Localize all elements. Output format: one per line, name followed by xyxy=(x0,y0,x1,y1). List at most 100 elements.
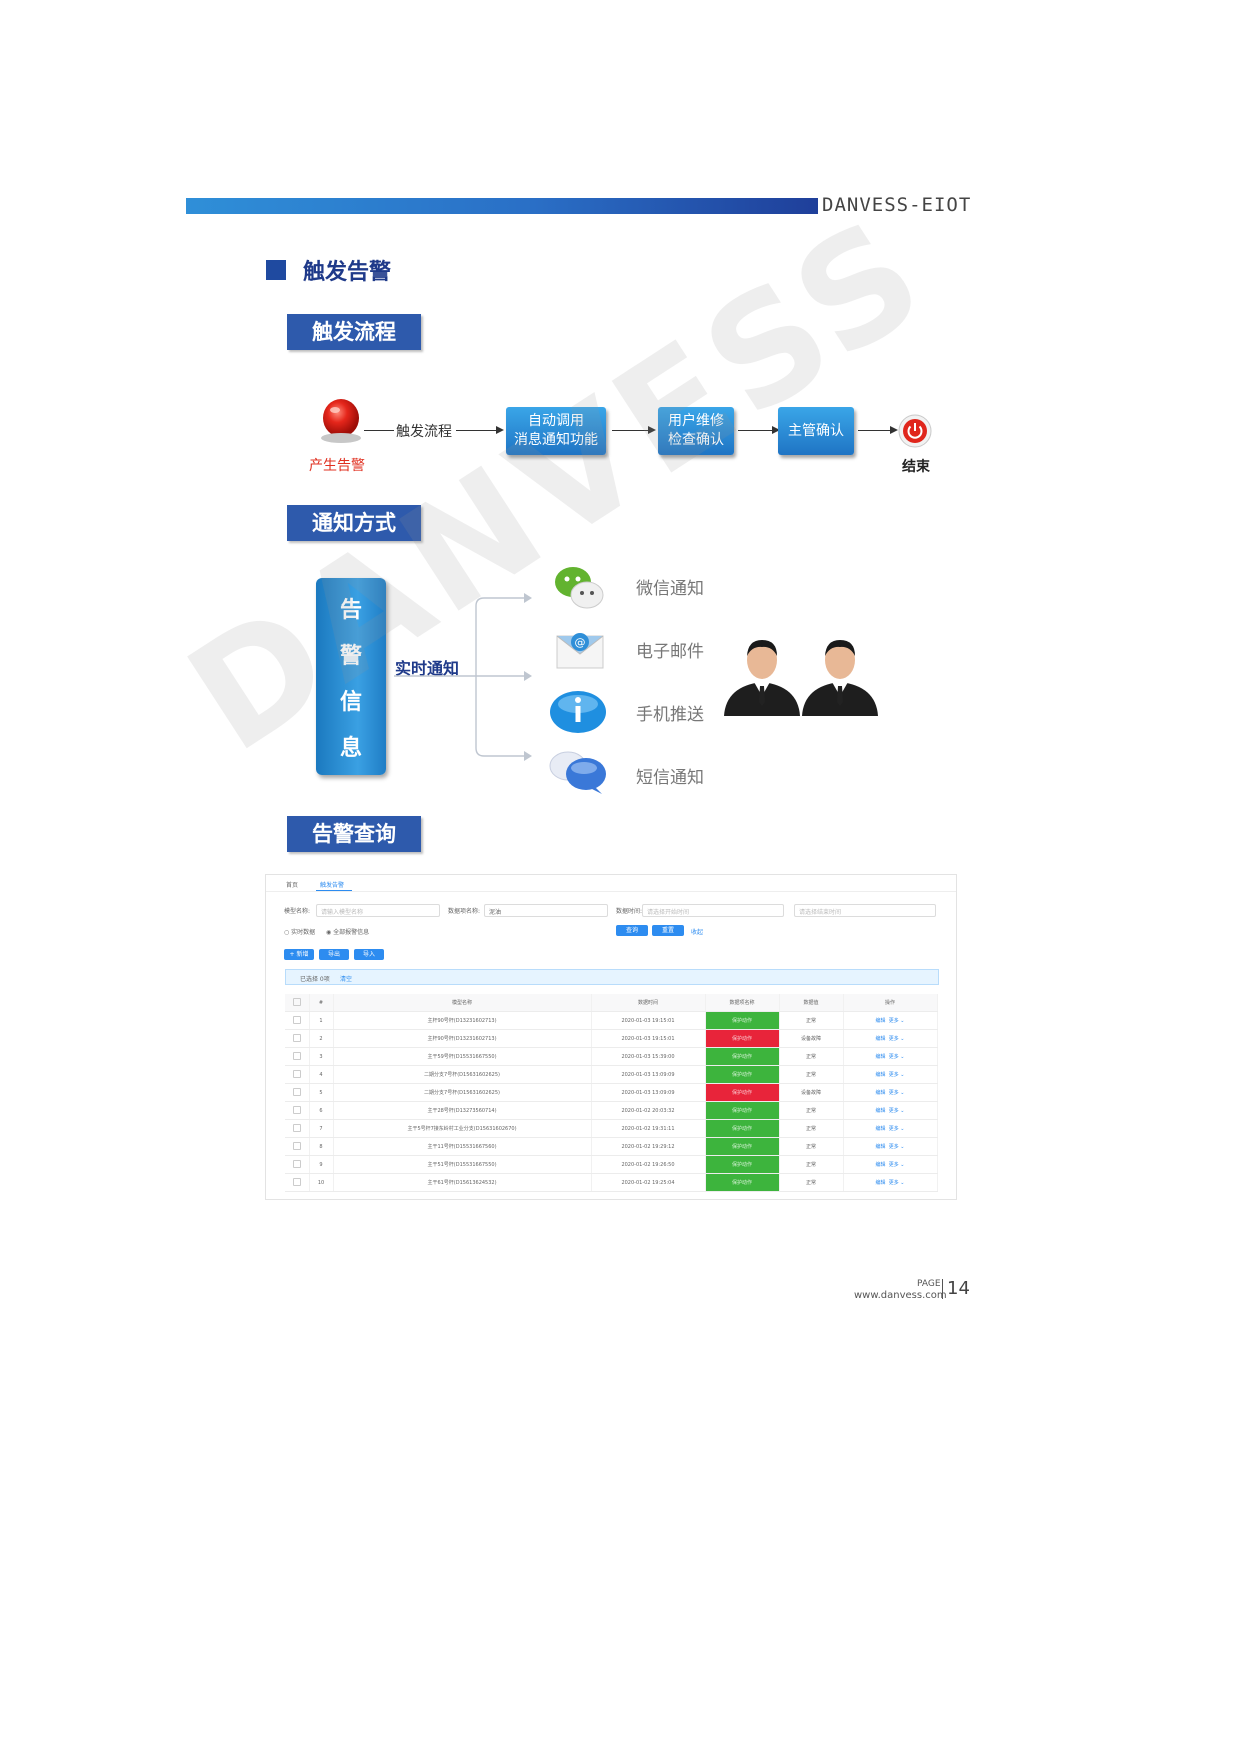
row-data-item-status: 保护动作 xyxy=(705,1047,780,1066)
row-checkbox[interactable] xyxy=(285,1065,310,1084)
data-item-label: 数据项名称: xyxy=(448,908,481,915)
row-number: 5 xyxy=(309,1083,334,1102)
edit-link[interactable]: 编辑 xyxy=(875,1036,886,1042)
radio-realtime[interactable]: ○ 实时数据 xyxy=(284,929,316,936)
column-header: # xyxy=(309,994,334,1012)
search-button[interactable]: 查询 xyxy=(616,925,648,936)
edit-link[interactable]: 编辑 xyxy=(875,1072,886,1078)
row-checkbox[interactable] xyxy=(285,1119,310,1138)
row-number: 3 xyxy=(309,1047,334,1066)
start-time-input[interactable]: 请选择开始时间 xyxy=(642,904,784,917)
edit-link[interactable]: 编辑 xyxy=(875,1090,886,1096)
row-number: 2 xyxy=(309,1029,334,1048)
radio-realtime-label: 实时数据 xyxy=(291,929,316,936)
row-checkbox[interactable] xyxy=(285,1029,310,1048)
wechat-icon xyxy=(553,565,605,615)
header-bar xyxy=(186,198,818,214)
row-data-item-status: 保护动作 xyxy=(705,1119,780,1138)
more-link[interactable]: 更多 ⌄ xyxy=(888,1108,905,1114)
tab-trigger-alarm[interactable]: 触发告警 xyxy=(320,882,345,889)
edit-link[interactable]: 编辑 xyxy=(875,1018,886,1024)
label-query: 告警查询 xyxy=(287,816,421,852)
reset-button-label: 重置 xyxy=(661,927,674,934)
brand-name: DANVESS-EIOT xyxy=(822,194,972,216)
radio-all-alarms-label: 全部报警信息 xyxy=(333,929,370,936)
row-operations: 编辑 更多 ⌄ xyxy=(843,1011,938,1030)
clear-link[interactable]: 清空 xyxy=(340,976,353,983)
edit-link[interactable]: 编辑 xyxy=(875,1126,886,1132)
row-model-name: 主干61号杆(D15613624532) xyxy=(333,1173,592,1192)
collapse-link[interactable]: 收起 xyxy=(691,929,704,936)
flow-step-text: 消息通知功能 xyxy=(514,432,598,448)
power-end-icon xyxy=(898,414,932,452)
reset-button[interactable]: 重置 xyxy=(652,925,684,936)
more-link[interactable]: 更多 ⌄ xyxy=(888,1162,905,1168)
alarm-info-char: 警 xyxy=(339,643,362,669)
row-checkbox[interactable] xyxy=(285,1137,310,1156)
more-link[interactable]: 更多 ⌄ xyxy=(888,1126,905,1132)
model-name-placeholder: 请输入模型名称 xyxy=(321,909,364,916)
row-data-time: 2020-01-02 19:29:12 xyxy=(591,1137,706,1156)
svg-text:@: @ xyxy=(575,636,586,649)
export-button[interactable]: 导出 xyxy=(319,949,349,960)
tab-home[interactable]: 首页 xyxy=(286,882,299,889)
flow-arrow-label: 触发流程 xyxy=(396,424,452,440)
row-data-time: 2020-01-02 20:03:32 xyxy=(591,1101,706,1120)
more-link[interactable]: 更多 ⌄ xyxy=(888,1018,905,1024)
add-button[interactable]: + 新增 xyxy=(284,949,314,960)
more-link[interactable]: 更多 ⌄ xyxy=(888,1180,905,1186)
row-data-item-status: 保护动作 xyxy=(705,1083,780,1102)
flow-arrow-head xyxy=(772,426,780,434)
data-time-label: 数据时间: xyxy=(616,908,643,915)
row-data-value: 正常 xyxy=(779,1047,844,1066)
row-checkbox[interactable] xyxy=(285,1173,310,1192)
data-item-input[interactable]: 泥油 xyxy=(484,904,608,917)
flow-step-manager-confirm: 主管确认 xyxy=(778,407,854,455)
flow-arrow-head xyxy=(648,426,656,434)
channel-email: 电子邮件 xyxy=(636,642,704,662)
row-data-time: 2020-01-03 19:15:01 xyxy=(591,1029,706,1048)
more-link[interactable]: 更多 ⌄ xyxy=(888,1090,905,1096)
edit-link[interactable]: 编辑 xyxy=(875,1144,886,1150)
more-link[interactable]: 更多 ⌄ xyxy=(888,1144,905,1150)
footer-page-label: PAGE xyxy=(917,1279,941,1289)
edit-link[interactable]: 编辑 xyxy=(875,1180,886,1186)
model-name-label: 模型名称: xyxy=(284,908,311,915)
more-link[interactable]: 更多 ⌄ xyxy=(888,1036,905,1042)
row-operations: 编辑 更多 ⌄ xyxy=(843,1101,938,1120)
export-button-label: 导出 xyxy=(327,951,340,958)
model-name-input[interactable]: 请输入模型名称 xyxy=(316,904,440,917)
flow-step-auto-notify: 自动调用 消息通知功能 xyxy=(506,407,606,455)
alarm-light-icon xyxy=(320,398,362,444)
radio-all-alarms[interactable]: ◉ 全部报警信息 xyxy=(326,929,370,936)
row-checkbox[interactable] xyxy=(285,1155,310,1174)
import-button-label: 导入 xyxy=(362,951,375,958)
column-header: 操作 xyxy=(843,994,938,1012)
data-item-value: 泥油 xyxy=(489,909,502,916)
info-push-icon xyxy=(548,688,608,742)
alarm-query-screenshot: 首页 触发告警 模型名称: 请输入模型名称 数据项名称: 泥油 数据时间: 请选… xyxy=(265,874,957,1200)
row-checkbox[interactable] xyxy=(285,1011,310,1030)
more-link[interactable]: 更多 ⌄ xyxy=(888,1072,905,1078)
import-button[interactable]: 导入 xyxy=(354,949,384,960)
add-button-label: + 新增 xyxy=(289,951,309,958)
select-all-checkbox[interactable] xyxy=(285,994,310,1012)
end-time-input[interactable]: 请选择结束时间 xyxy=(794,904,936,917)
edit-link[interactable]: 编辑 xyxy=(875,1108,886,1114)
edit-link[interactable]: 编辑 xyxy=(875,1162,886,1168)
row-checkbox[interactable] xyxy=(285,1101,310,1120)
row-model-name: 主干51号杆(D15531667550) xyxy=(333,1155,592,1174)
flow-step-text: 自动调用 xyxy=(528,413,584,429)
alarm-info-char: 信 xyxy=(339,689,362,715)
edit-link[interactable]: 编辑 xyxy=(875,1054,886,1060)
row-checkbox[interactable] xyxy=(285,1083,310,1102)
row-checkbox[interactable] xyxy=(285,1047,310,1066)
more-link[interactable]: 更多 ⌄ xyxy=(888,1054,905,1060)
row-number: 10 xyxy=(309,1173,334,1192)
